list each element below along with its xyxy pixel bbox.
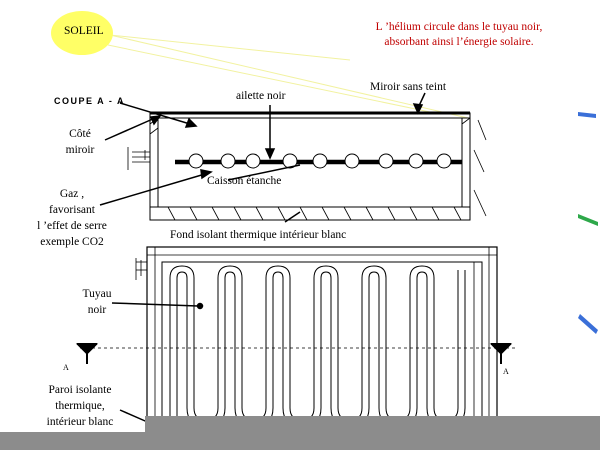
sun-label: SOLEIL <box>64 25 104 37</box>
tube-circle <box>378 153 394 169</box>
side-ticks <box>127 147 150 170</box>
wall-hatch-right <box>461 117 487 217</box>
tube-circle <box>312 153 328 169</box>
pointer-dot <box>196 302 204 310</box>
gas-label-line4: exemple CO2 <box>40 236 104 248</box>
edge-mark-green <box>578 214 598 226</box>
arrow-head <box>200 169 213 180</box>
gas-label-line1: Gaz , <box>59 188 85 200</box>
serpentine-tube-inner <box>176 270 466 427</box>
insulation-hatch <box>167 206 462 221</box>
caisson-outline <box>149 112 471 221</box>
insulation-label: Fond isolant thermique intérieur blanc <box>170 229 347 241</box>
tubes-cross-section <box>188 153 452 169</box>
tube-circle <box>408 153 424 169</box>
tube-circle <box>436 153 452 169</box>
tube-circle <box>282 153 298 169</box>
tube-label-line1: Tuyau <box>82 288 112 300</box>
mirror-side-label-line2: miroir <box>65 144 95 156</box>
arrow-head <box>412 103 424 115</box>
section-marker-left-label: A <box>63 363 69 372</box>
bottom-bar-tab <box>145 416 600 432</box>
section-markers <box>75 343 513 364</box>
stand-ticks <box>135 258 147 280</box>
sun-ray <box>109 34 469 119</box>
sun-ray <box>107 44 431 113</box>
section-marker-right-label: A <box>503 367 509 376</box>
wall-label-line3: intérieur blanc <box>46 416 114 428</box>
sun-icon <box>51 11 113 55</box>
tube-circle <box>344 153 360 169</box>
ailette-label: ailette noir <box>236 90 286 102</box>
tube-circle <box>188 153 204 169</box>
helium-caption-line2: absorbant ainsi l’énergie solaire. <box>384 36 534 48</box>
top-view <box>80 246 515 433</box>
mirror-side-label-line1: Côté <box>69 128 91 140</box>
serpentine-tube-outer <box>169 265 459 426</box>
gas-label-line3: l ’effet de serre <box>37 220 107 232</box>
arrow-head <box>264 148 276 160</box>
edge-mark-blue <box>578 112 596 118</box>
leader-lines <box>99 92 426 427</box>
edge-marks <box>578 112 598 334</box>
sun-ray <box>109 34 351 61</box>
helium-caption-line1: L ’hélium circule dans le tuyau noir, <box>375 21 543 33</box>
mirror-label: Miroir sans teint <box>370 81 447 93</box>
cross-section <box>127 111 487 221</box>
section-title: COUPE A - A <box>54 96 126 106</box>
arrow-head <box>149 115 162 126</box>
bottom-bar <box>0 432 600 450</box>
edge-mark-blue-slant <box>578 314 598 334</box>
gas-label-line2: favorisant <box>49 204 95 216</box>
wall-label-line2: thermique, <box>55 400 105 412</box>
sun-rays <box>107 34 469 119</box>
tube-label-line2: noir <box>87 304 107 316</box>
arrow-head <box>184 117 198 128</box>
wall-label-line1: Paroi isolante <box>48 384 112 396</box>
caisson-label: Caisson étanche <box>207 175 282 187</box>
tube-circle <box>220 153 236 169</box>
tube-circle <box>245 153 261 169</box>
